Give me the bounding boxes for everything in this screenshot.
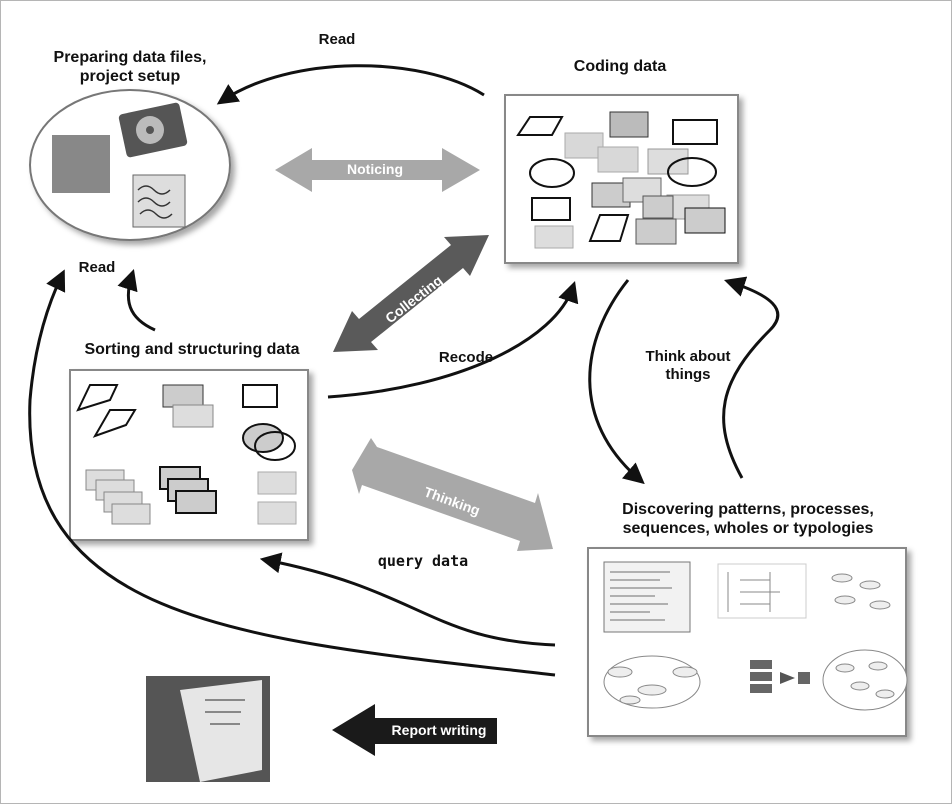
noticing-label: Noticing (347, 161, 403, 177)
thinking-arrow (352, 438, 553, 551)
sorting-label: Sorting and structuring data (84, 341, 300, 358)
report-photo-icon (146, 676, 270, 782)
preparing-node (29, 89, 231, 241)
sorting-to-preparing-arrow (117, 268, 156, 332)
preparing-label: Preparing data files, project setup (53, 49, 207, 86)
papers-photo-icon (52, 135, 110, 193)
sorting-node (69, 369, 309, 541)
collecting-arrow (333, 235, 489, 352)
coding-node (504, 94, 739, 264)
read-left-label: Read (78, 259, 116, 276)
query-data-label: query data (377, 552, 469, 570)
network-diagram-icon (750, 660, 810, 693)
hard-drive-icon (118, 102, 188, 158)
think-about-things-label: Think about things (645, 348, 731, 383)
coding-to-discovering-arrow (588, 279, 645, 485)
query-data-arrow (259, 552, 556, 647)
manuscript-photo-icon (132, 174, 186, 228)
recode-label: Recode (438, 349, 494, 366)
read-top-label: Read (318, 31, 356, 48)
recode-arrow (327, 281, 579, 399)
discovering-node (587, 547, 908, 737)
discovering-label: Discovering patterns, processes, sequenc… (622, 501, 874, 538)
report-writing-arrow (332, 704, 497, 756)
think-about-things-arrow (722, 276, 780, 479)
coding-label: Coding data (573, 58, 667, 75)
noticing-arrow (275, 148, 480, 192)
read-left-arrow (28, 269, 556, 677)
report-writing-label: Report writing (391, 722, 487, 738)
read-top-arrow (216, 64, 485, 105)
